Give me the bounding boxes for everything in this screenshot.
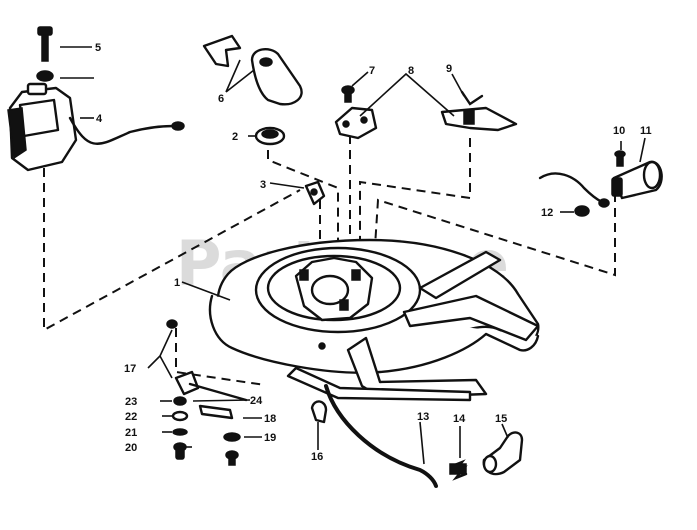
part-screw-10 (614, 150, 626, 167)
callout-24: 24 (250, 395, 263, 407)
part-clip-17 (166, 319, 178, 329)
callout-6: 6 (218, 93, 224, 105)
part-screw-7 (341, 85, 355, 103)
callout-2: 2 (232, 131, 238, 143)
part-boot-15 (482, 431, 524, 476)
part-ground-plate-24 (174, 370, 248, 402)
part-clip-16 (310, 400, 328, 424)
callout-19: 19 (264, 432, 276, 444)
callout-10: 10 (613, 125, 625, 137)
callout-labels: 5 4 6 2 3 7 8 9 10 11 12 1 17 24 18 19 2… (95, 42, 652, 463)
callout-16: 16 (311, 451, 323, 463)
callout-7: 7 (369, 65, 375, 77)
part-clip-9 (460, 90, 484, 106)
part-nut-22 (171, 410, 189, 422)
callout-11: 11 (640, 125, 652, 137)
callout-3: 3 (260, 179, 266, 191)
callout-12: 12 (541, 207, 553, 219)
callout-21: 21 (125, 427, 137, 439)
part-bracket-3 (304, 180, 326, 206)
part-screw-5 (36, 26, 54, 82)
part-bushing-2 (254, 126, 286, 146)
part-condenser-11 (538, 160, 663, 208)
callout-9: 9 (446, 63, 452, 75)
part-ignition-coil-4 (7, 82, 185, 172)
callout-8: 8 (408, 65, 414, 77)
callout-17: 17 (124, 363, 136, 375)
part-nut-12 (574, 205, 590, 217)
callout-5: 5 (95, 42, 101, 54)
part-lead-18 (198, 404, 234, 420)
callout-14: 14 (453, 413, 466, 425)
part-washer-19 (223, 432, 241, 442)
callout-15: 15 (495, 413, 507, 425)
callout-23: 23 (125, 396, 137, 408)
part-cam-bracket-6 (202, 34, 303, 106)
part-spring-14 (449, 459, 468, 481)
part-washer-21 (172, 428, 188, 436)
callout-4: 4 (96, 113, 103, 125)
callout-20: 20 (125, 442, 137, 454)
part-screw-20 (173, 442, 187, 460)
callout-1: 1 (174, 277, 180, 289)
part-magneto-plate-1 (208, 238, 540, 402)
leader-lines (60, 46, 646, 465)
callout-18: 18 (264, 413, 276, 425)
callout-22: 22 (125, 411, 137, 423)
part-cable-13 (324, 384, 438, 488)
part-screw-extra (225, 450, 239, 466)
part-contact-points-8 (334, 106, 518, 140)
callout-13: 13 (417, 411, 429, 423)
part-screw-23 (173, 396, 187, 406)
